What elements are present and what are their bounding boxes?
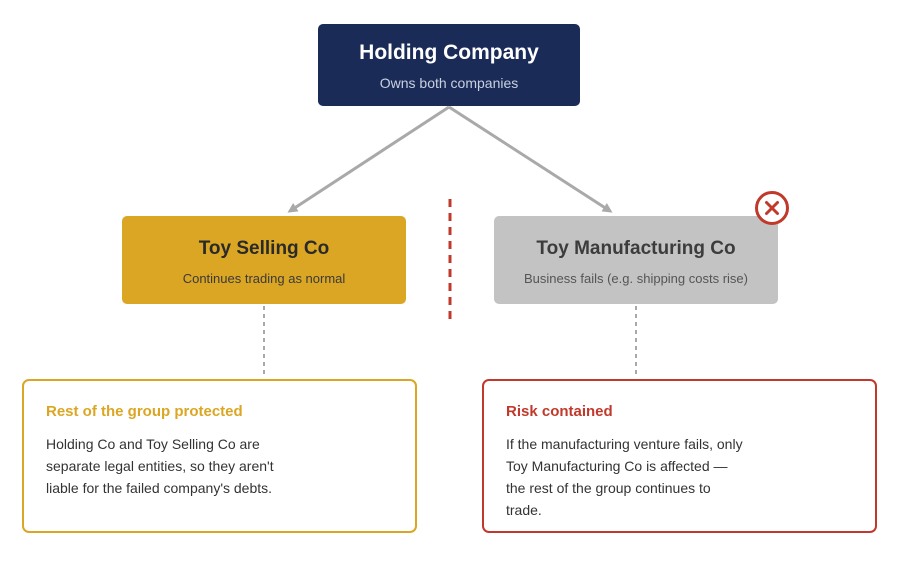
holding-company-subtitle: Owns both companies [379, 75, 519, 91]
x-circle-icon [755, 191, 789, 225]
risk-contained-card: Risk contained If the manufacturing vent… [482, 379, 877, 533]
group-protected-card: Rest of the group protected Holding Co a… [22, 379, 417, 533]
toy-selling-title: Toy Selling Co [198, 238, 330, 259]
risk-contained-title: Risk contained [506, 403, 613, 420]
arrow-holding-to-selling [287, 105, 450, 213]
risk-contained-body: If the manufacturing venture fails, only… [506, 436, 743, 518]
arrow-holding-to-manufacturing [448, 105, 613, 213]
group-protected-body: Holding Co and Toy Selling Co are separa… [46, 436, 274, 496]
toy-manufacturing-subtitle: Business fails (e.g. shipping costs rise… [524, 271, 748, 286]
toy-manufacturing-node: Toy Manufacturing Co Business fails (e.g… [494, 216, 778, 304]
toy-manufacturing-title: Toy Manufacturing Co [536, 238, 736, 259]
toy-selling-subtitle: Continues trading as normal [182, 271, 346, 286]
holding-company-node: Holding Company Owns both companies [318, 24, 580, 106]
holding-company-title: Holding Company [359, 41, 539, 64]
group-protected-title: Rest of the group protected [46, 403, 243, 420]
toy-selling-node: Toy Selling Co Continues trading as norm… [122, 216, 406, 304]
